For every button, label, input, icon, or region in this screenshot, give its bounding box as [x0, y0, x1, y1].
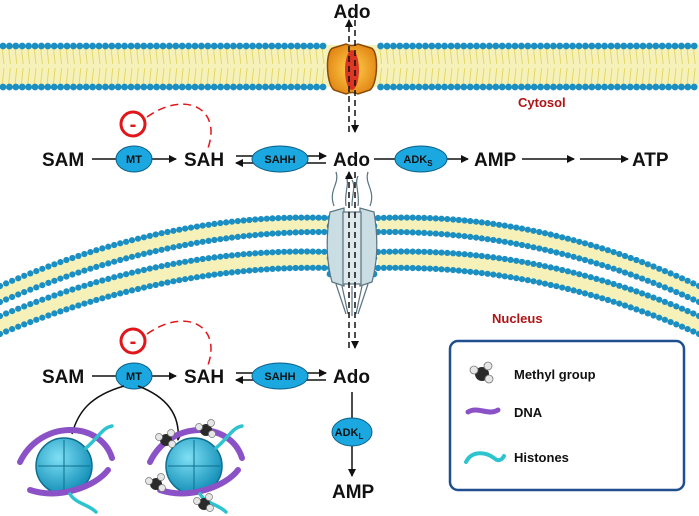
nuc-adk-enzyme: [331, 417, 373, 447]
cyto-adk-enzyme: [394, 145, 448, 173]
cyto-inhibition-sign: -: [130, 114, 137, 136]
nuc-amp-label: AMP: [332, 482, 375, 503]
cyto-sah-label: SAH: [184, 150, 224, 171]
nuc-mt-enzyme: [115, 362, 153, 390]
nuclear-pore-complex: [326, 171, 378, 316]
cyto-mt-label: MT: [126, 154, 142, 166]
nuc-inhibition-icon: [119, 327, 147, 355]
methylated-nucleosome: [145, 419, 245, 514]
nuc-adk-label: ADKL: [335, 427, 364, 441]
cytosol-pathway: SAM MT SAH - SAHH Ado ADKS AMP ATP: [42, 103, 669, 173]
nuc-sah-label: SAH: [184, 367, 224, 388]
nucleus-label: Nucleus: [492, 311, 543, 326]
cyto-sam-label: SAM: [42, 150, 84, 171]
methyl-group-icon: [469, 361, 494, 384]
cyto-ado-label: Ado: [333, 150, 370, 171]
nuc-ado-label: Ado: [333, 367, 370, 388]
nuc-inhibition-sign: -: [130, 331, 137, 353]
cyto-adk-label: ADKS: [403, 154, 433, 168]
ado-transport-arrows: [345, 19, 359, 349]
cyto-sahh-label: SAHH: [264, 154, 295, 166]
cyto-amp-label: AMP: [474, 150, 517, 171]
unmethylated-nucleosome: [17, 424, 115, 514]
legend-dna-label: DNA: [514, 405, 543, 420]
nuc-mt-label: MT: [126, 371, 142, 383]
cytosol-label: Cytosol: [518, 95, 566, 110]
nuclear-envelope: [0, 214, 699, 338]
nucleus-pathway: SAM MT SAH - SAHH Ado ADKL AMP: [42, 320, 375, 503]
histones-icon: [464, 451, 506, 464]
nuc-sahh-enzyme: [251, 362, 309, 390]
cyto-inhibition-icon: [119, 110, 147, 138]
dna-icon: [465, 407, 501, 415]
nuc-sam-label: SAM: [42, 367, 84, 388]
cyto-atp-label: ATP: [632, 150, 669, 171]
legend-histones-label: Histones: [514, 450, 569, 465]
cyto-mt-enzyme: [115, 145, 153, 173]
equilibrative-transporter: [326, 43, 378, 95]
legend-methyl-label: Methyl group: [514, 367, 596, 382]
legend: Methyl group DNA Histones: [448, 339, 686, 492]
cyto-sahh-enzyme: [251, 145, 309, 173]
nuc-sahh-label: SAHH: [264, 371, 295, 383]
extracellular-ado-label: Ado: [334, 2, 371, 23]
